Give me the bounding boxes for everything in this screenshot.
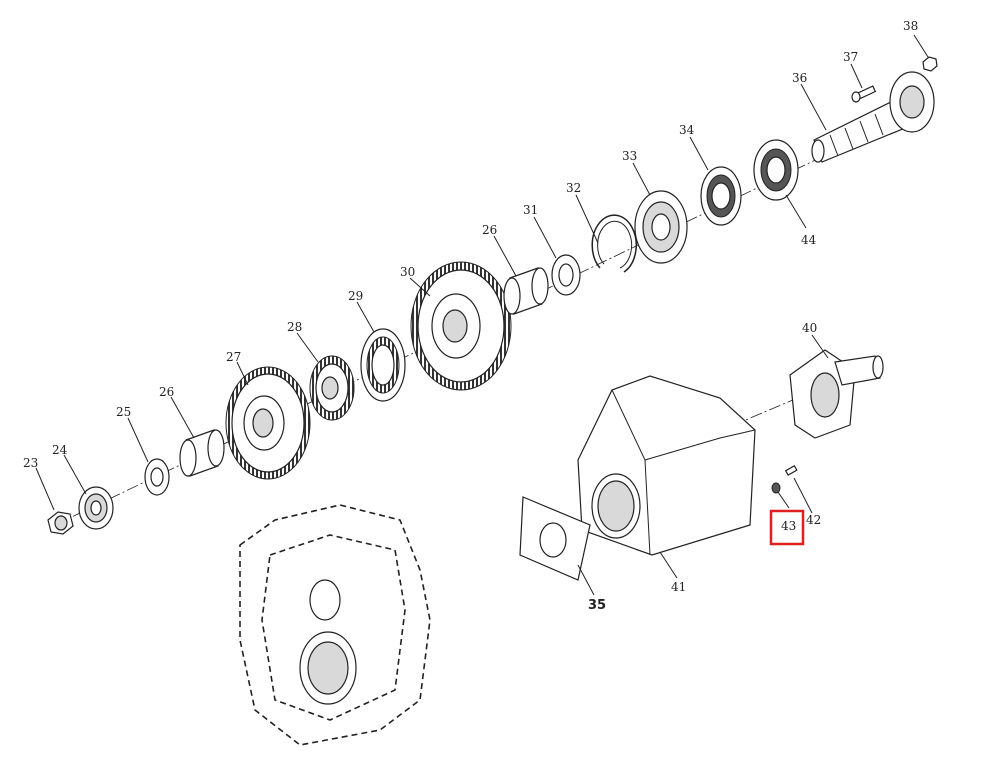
label-41: 41 (671, 580, 686, 594)
label-37: 37 (843, 50, 858, 64)
part-23-nut[interactable] (47, 511, 74, 535)
part-24-bearing[interactable] (78, 486, 114, 530)
label-35: 35 (588, 598, 606, 613)
part-30-large-gear[interactable] (410, 261, 512, 391)
part-35-gasket[interactable] (519, 496, 591, 581)
part-38-nut[interactable] (922, 56, 938, 72)
part-26-bushing-left[interactable] (179, 429, 225, 477)
label-34: 34 (679, 123, 695, 137)
label-27: 27 (226, 350, 241, 364)
label-38: 38 (903, 19, 918, 33)
label-29: 29 (348, 289, 363, 303)
part-34-oil-seal[interactable] (700, 166, 742, 226)
label-26-left: 26 (159, 385, 174, 399)
label-28: 28 (287, 320, 302, 334)
label-42: 42 (806, 513, 821, 527)
label-43: 43 (781, 519, 796, 533)
label-36: 36 (792, 71, 807, 85)
part-33-bearing[interactable] (634, 190, 688, 264)
part-29-sync-sleeve[interactable] (360, 328, 406, 402)
label-30: 30 (400, 265, 415, 279)
part-41-housing[interactable] (577, 375, 756, 556)
part-37-bolt[interactable] (851, 85, 877, 103)
leader-lines (35, 34, 929, 596)
part-40-cover[interactable] (789, 349, 884, 439)
label-33: 33 (622, 149, 637, 163)
reference-gearbox-case (239, 504, 431, 746)
label-31: 31 (523, 203, 538, 217)
label-44: 44 (801, 233, 817, 247)
part-44-oil-seal[interactable] (753, 139, 799, 201)
part-28-small-gear[interactable] (309, 355, 355, 421)
part-42-screw[interactable] (784, 464, 798, 476)
label-32: 32 (566, 181, 581, 195)
label-25: 25 (116, 405, 131, 419)
part-31-washer[interactable] (551, 254, 581, 296)
part-43-washer[interactable] (771, 482, 781, 494)
label-40: 40 (802, 321, 817, 335)
part-27-gear[interactable] (225, 366, 311, 480)
label-24: 24 (52, 443, 68, 457)
label-23: 23 (23, 456, 38, 470)
label-26-right: 26 (482, 223, 497, 237)
part-36-output-shaft[interactable] (811, 71, 935, 163)
highlight-box-43 (769, 509, 805, 546)
part-32-snap-ring[interactable] (591, 214, 637, 273)
part-26-bushing-right[interactable] (503, 267, 549, 315)
part-25-washer[interactable] (144, 458, 170, 496)
